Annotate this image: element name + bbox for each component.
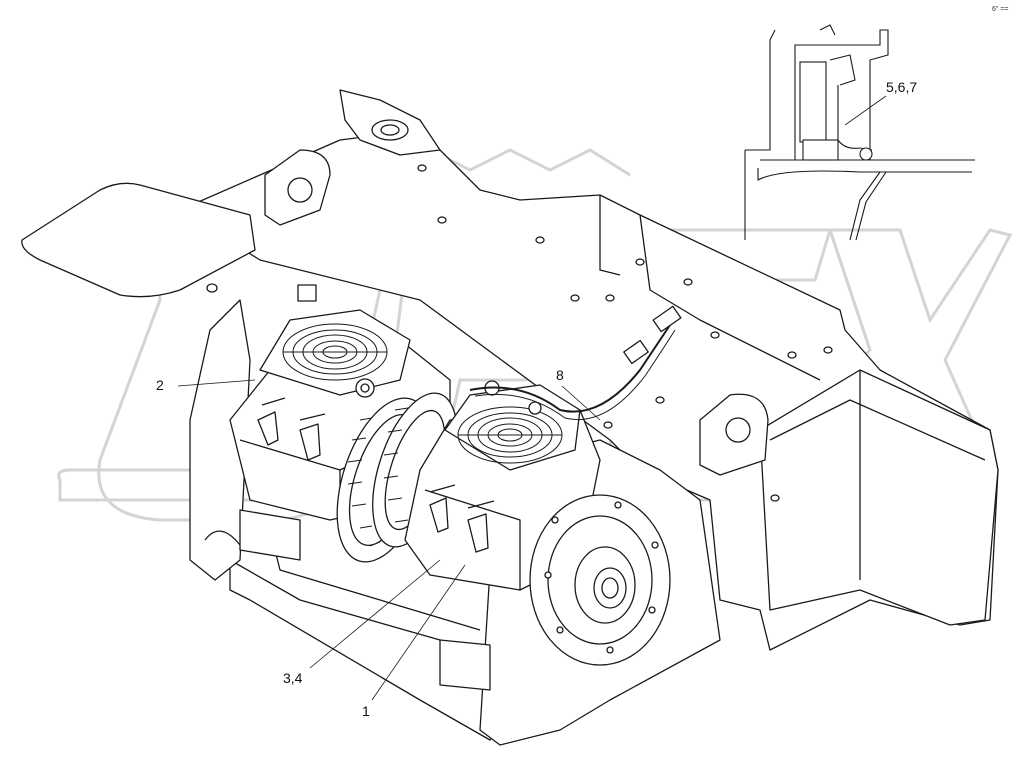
coupling-teeth	[347, 407, 415, 547]
leader-567	[844, 95, 887, 126]
leader-1	[371, 564, 466, 701]
left-motor-latches	[257, 397, 326, 461]
corner-mark: 6" ==	[992, 6, 1009, 13]
callout-3-4: 3,4	[283, 670, 303, 686]
frame-holes	[206, 164, 833, 502]
inset-detail	[744, 24, 975, 241]
leader-2	[177, 379, 256, 387]
base-foot-left	[239, 509, 301, 561]
base-plate	[229, 559, 511, 741]
callout-8: 8	[556, 367, 564, 383]
cable-harness	[469, 324, 671, 413]
callout-1: 1	[362, 703, 370, 719]
leader-8	[561, 385, 601, 421]
left-fan-grille	[282, 323, 388, 381]
inset-relay	[799, 61, 827, 143]
right-motor-latches	[429, 484, 495, 553]
gearbox-flange	[529, 494, 671, 666]
callout-2: 2	[156, 377, 164, 393]
cable-connector	[652, 305, 682, 333]
drive-unit-assembly	[21, 89, 999, 746]
leader-lines	[177, 95, 887, 701]
leader-34	[309, 559, 441, 669]
right-fan-grille	[457, 406, 563, 464]
callout-5-6-7: 5,6,7	[886, 79, 918, 95]
flange-bolts	[544, 501, 659, 654]
top-connector	[297, 284, 317, 302]
right-arm	[759, 369, 999, 626]
left-paddle	[21, 182, 256, 298]
